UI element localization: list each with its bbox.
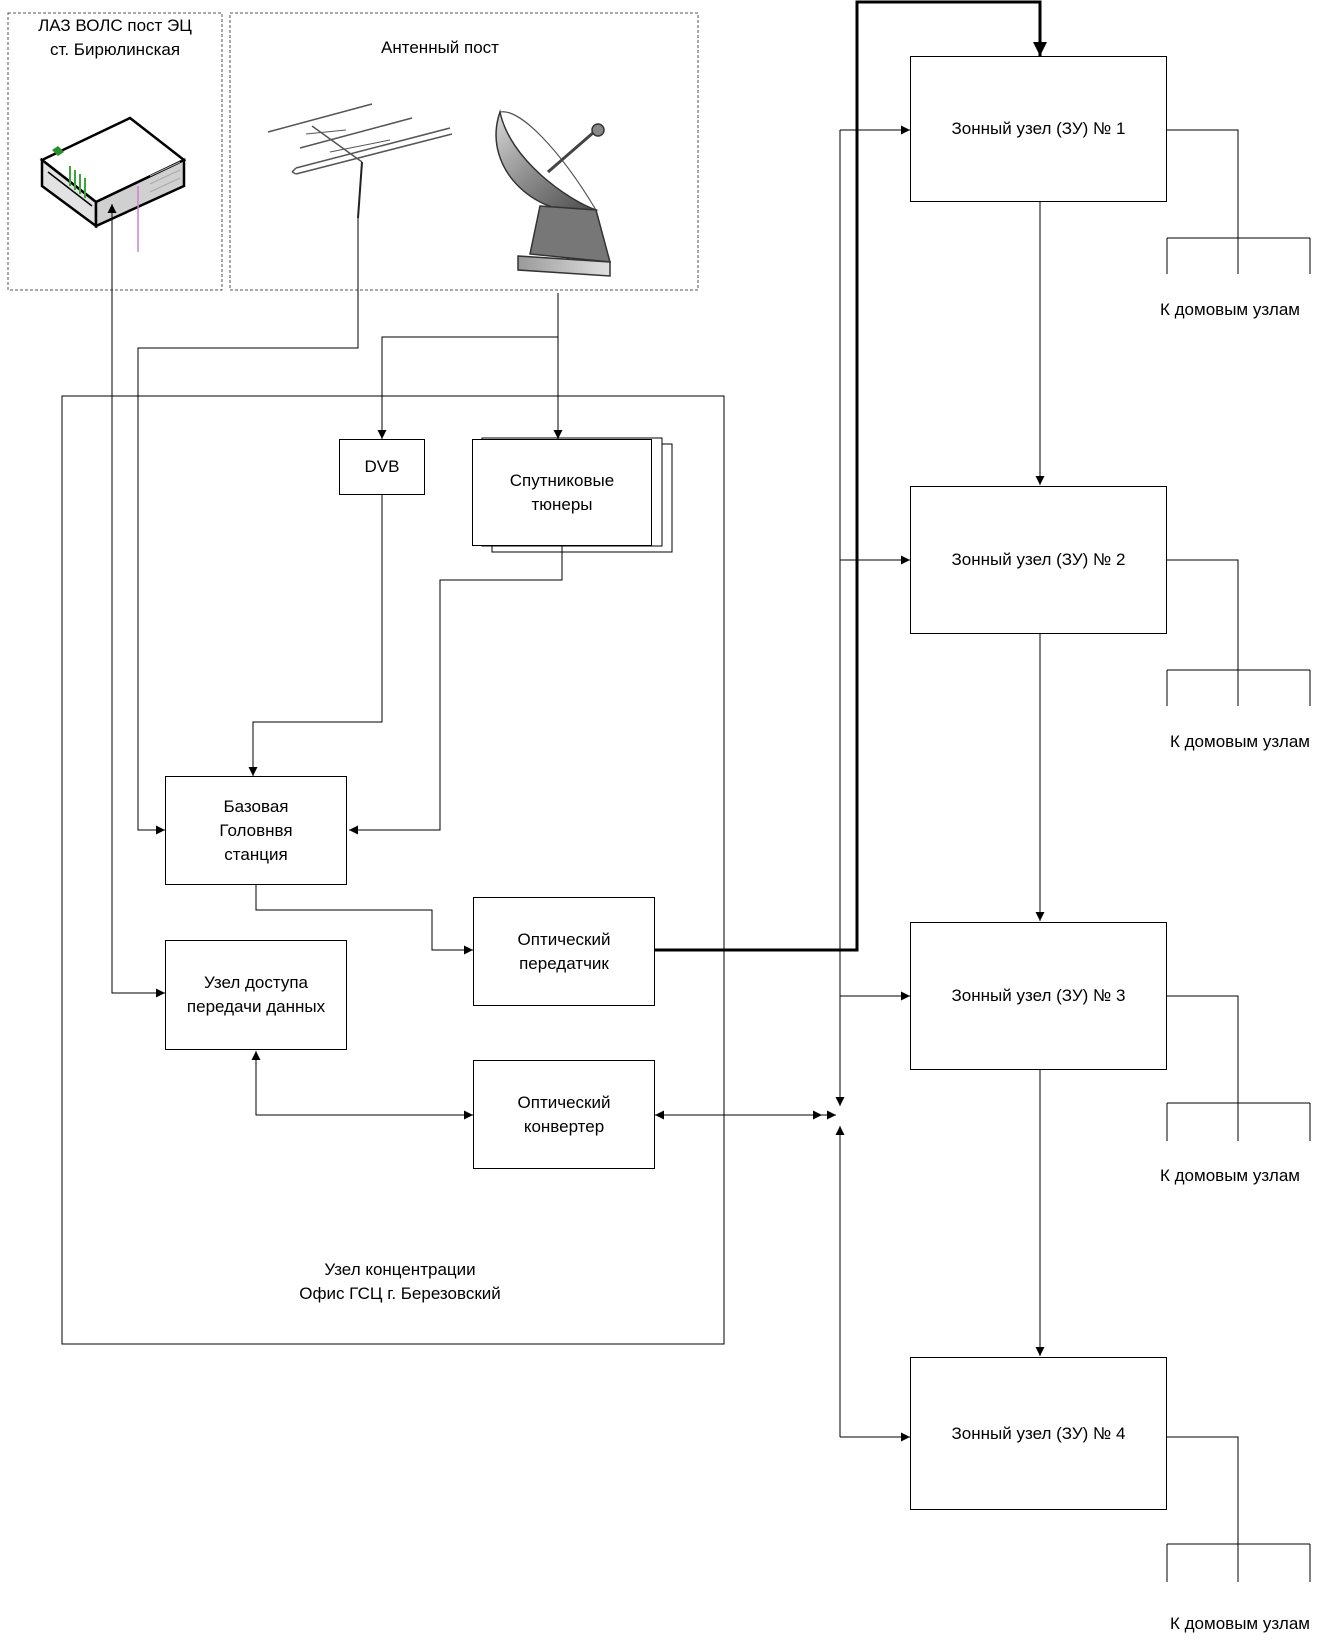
antenna-group-label: Антенный пост (381, 38, 499, 57)
house-label-2: К домовым узлам (1170, 732, 1310, 751)
house-label-1: К домовым узлам (1160, 300, 1300, 319)
zone-node-2[interactable]: Зонный узел (ЗУ) № 2 (910, 486, 1167, 634)
hub-group-box (61, 395, 725, 1345)
switch-icon (39, 116, 187, 252)
zone-node-1[interactable]: Зонный узел (ЗУ) № 1 (910, 56, 1167, 202)
house-label-3: К домовым узлам (1160, 1166, 1300, 1185)
zone-node-3[interactable]: Зонный узел (ЗУ) № 3 (910, 922, 1167, 1070)
optical-converter-node[interactable]: Оптический конвертер (473, 1060, 655, 1169)
connectors (107, 125, 1311, 1582)
laz-group-label: ЛАЗ ВОЛС пост ЭЦ ст. Бирюлинская (38, 16, 192, 59)
headend-node[interactable]: Базовая Головнвя станция (165, 776, 347, 885)
dvb-node[interactable]: DVB (339, 439, 425, 495)
trunk-line (655, 0, 1047, 952)
house-label-4: К домовым узлам (1170, 1614, 1310, 1633)
satellite-dish-icon (495, 109, 612, 277)
sat-tuners-node[interactable]: Спутниковые тюнеры (472, 439, 652, 546)
tv-antenna-icon (267, 103, 453, 219)
hub-group-label: Узел концентрации Офис ГСЦ г. Березовски… (299, 1260, 501, 1303)
data-access-node[interactable]: Узел доступа передачи данных (165, 940, 347, 1050)
zone-node-4[interactable]: Зонный узел (ЗУ) № 4 (910, 1357, 1167, 1510)
optical-transmitter-node[interactable]: Оптический передатчик (473, 897, 655, 1006)
antenna-group-box (229, 12, 699, 291)
